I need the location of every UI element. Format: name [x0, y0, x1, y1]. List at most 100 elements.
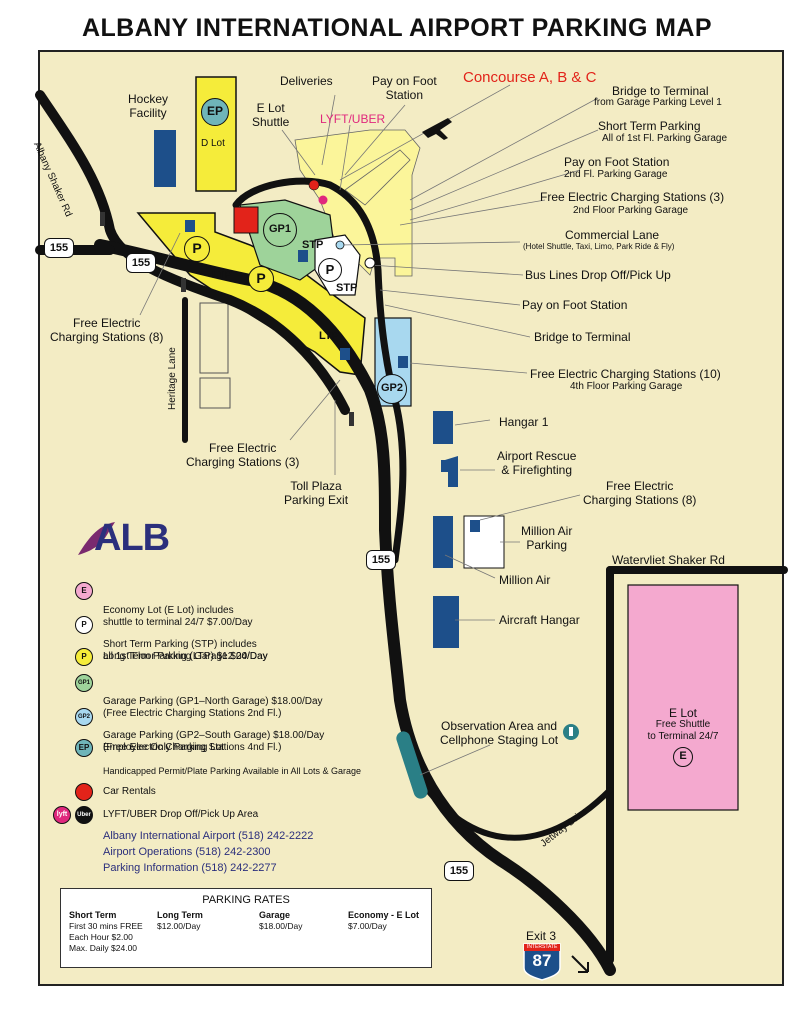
stp-label-upper: STP [302, 239, 324, 251]
parking-rates-title: PARKING RATES [202, 894, 290, 906]
commercial-lane-label: Commercial Lane [565, 228, 660, 242]
concourse-building [344, 149, 411, 206]
airplane-icon [422, 118, 452, 140]
legend-badge-ltp: P [75, 648, 93, 666]
free-ev-8-right-label: Free Electric Charging Stations (8) [583, 479, 697, 507]
rates-line: $12.00/Day [157, 921, 201, 931]
gp2-badge: GP2 [377, 374, 407, 404]
rates-col-long-term: Long Term $12.00/Day [157, 910, 203, 932]
rates-col-economy: Economy - E Lot $7.00/Day [348, 910, 419, 932]
legend-text: Economy Lot (E Lot) includes shuttle to … [103, 605, 253, 628]
aircraft-hangar-building [433, 596, 459, 648]
legend-gp1: GP1 Garage Parking (GP1–North Garage) $1… [75, 672, 323, 720]
route-155-shield: 155 [366, 550, 396, 570]
legend-text: Employee Only Parking Lot [103, 742, 225, 753]
million-air-label: Million Air [499, 573, 551, 587]
pay-on-foot-2-label: Pay on Foot Station [564, 155, 670, 169]
legend-economy: E Economy Lot (E Lot) includes shuttle t… [75, 581, 253, 629]
contact-operations: Airport Operations (518) 242-2300 [103, 846, 271, 858]
uber-icon: Uber [75, 806, 93, 824]
rates-col-head: Short Term [69, 910, 117, 920]
page-title: ALBANY INTERNATIONAL AIRPORT PARKING MAP [82, 14, 712, 42]
concourse-label: Concourse A, B & C [463, 69, 597, 86]
rates-line: First 30 mins FREE [69, 921, 143, 931]
rates-col-head: Long Term [157, 910, 203, 920]
exit-3-label: Exit 3 [526, 929, 557, 943]
rates-line: Max. Daily $24.00 [69, 943, 138, 953]
ev-charging-icon [185, 220, 195, 232]
million-air-parking-label: Million Air Parking [521, 524, 573, 552]
legend-badge-gp1: GP1 [75, 674, 93, 692]
watervliet-shaker-rd-label: Watervliet Shaker Rd [612, 553, 725, 567]
interstate-label: INTERSTATE [527, 944, 558, 950]
observation-label: Observation Area and Cellphone Staging L… [440, 719, 559, 747]
stp-badge: P [318, 258, 342, 282]
commercial-lane-sub: (Hotel Shuttle, Taxi, Limo, Park Ride & … [523, 242, 675, 251]
legend-badge-stp: P [75, 616, 93, 634]
legend-ltp: P Long Term Parking (LTP) $12.00/Day [75, 648, 268, 666]
rates-col-head: Garage [259, 910, 291, 920]
free-ev-8-left-label: Free Electric Charging Stations (8) [50, 316, 164, 344]
bridge-terminal-label: Bridge to Terminal [534, 330, 631, 344]
gp1-badge: GP1 [263, 213, 297, 247]
legend-ep: EP Employee Only Parking Lot [75, 739, 225, 757]
ev-charging-icon [470, 520, 480, 532]
hangar-1-building [433, 411, 453, 444]
ev-charging-icon [398, 356, 408, 368]
car-rental-icon [233, 206, 259, 234]
arrow-icon [571, 955, 589, 973]
lyft-icon: lyft [53, 806, 71, 824]
rates-line: $7.00/Day [348, 921, 387, 931]
hockey-facility-building [154, 130, 176, 187]
road-terminal-loop [232, 177, 407, 564]
commercial-lane-icon [335, 240, 345, 250]
bridge-terminal-top-sub: from Garage Parking Level 1 [594, 97, 722, 108]
ltp-badge-1: P [184, 236, 210, 262]
road-jetway [417, 777, 613, 841]
d-lot [195, 76, 237, 192]
e-lot-desc: Free Shuttle to Terminal 24/7 [647, 719, 719, 742]
heritage-lane-label: Heritage Lane [167, 347, 178, 410]
lyft-uber-label: LYFT/UBER [320, 112, 386, 126]
interstate-87-shield [523, 943, 561, 981]
rates-line: Each Hour $2.00 [69, 932, 133, 942]
e-lot-shuttle-label: E Lot Shuttle [252, 101, 290, 129]
e-lot-badge: E [673, 747, 693, 767]
traffic-light-icon [100, 212, 105, 226]
deliveries-label: Deliveries [280, 74, 333, 88]
rates-line: $18.00/Day [259, 921, 303, 931]
pay-on-foot-3-label: Pay on Foot Station [522, 298, 628, 312]
legend-text: Long Term Parking (LTP) $12.00/Day [103, 651, 268, 662]
legend-text: Car Rentals [103, 786, 156, 797]
rates-col-garage: Garage $18.00/Day [259, 910, 302, 932]
short-term-sub: All of 1st Fl. Parking Garage [602, 133, 728, 144]
legend-text: Garage Parking (GP1–North Garage) $18.00… [103, 696, 323, 719]
legend-lyft-uber: lyft Uber LYFT/UBER Drop Off/Pick Up Are… [53, 806, 258, 824]
legend-text: Handicapped Permit/Plate Parking Availab… [103, 766, 361, 776]
hockey-facility-label: Hockey Facility [128, 92, 169, 120]
legend-car-rentals: Car Rentals [75, 783, 156, 801]
free-ev-3-sub: 2nd Floor Parking Garage [573, 205, 689, 216]
traffic-light-icon [181, 278, 186, 292]
free-ev-3-label: Free Electric Charging Stations (3) [540, 190, 725, 204]
route-155-shield: 155 [126, 253, 156, 273]
outline-building-1 [199, 302, 229, 374]
stp-label-lower: STP [336, 282, 358, 294]
parking-rates-box: PARKING RATES Short Term First 30 mins F… [60, 888, 432, 968]
rates-col-short-term: Short Term First 30 mins FREE Each Hour … [69, 910, 143, 954]
e-lot-title: E Lot [668, 706, 698, 720]
bridge-terminal-top-label: Bridge to Terminal [612, 84, 709, 98]
ltp-label-2: LTP [319, 330, 339, 342]
ev-charging-icon [298, 250, 308, 262]
rates-col-head: Economy - E Lot [348, 910, 420, 920]
traffic-light-icon [349, 412, 354, 426]
free-ev-3-bottom-label: Free Electric Charging Stations (3) [186, 441, 300, 469]
alb-logo-swoosh [78, 522, 115, 555]
pay-on-foot-top-label: Pay on Foot Station [372, 74, 437, 102]
outline-building-2 [199, 377, 231, 409]
million-air-building [433, 516, 453, 568]
route-155-shield: 155 [444, 861, 474, 881]
alb-logo: ALB [94, 517, 170, 559]
observation-lot [396, 731, 428, 799]
legend-badge-e: E [75, 582, 93, 600]
